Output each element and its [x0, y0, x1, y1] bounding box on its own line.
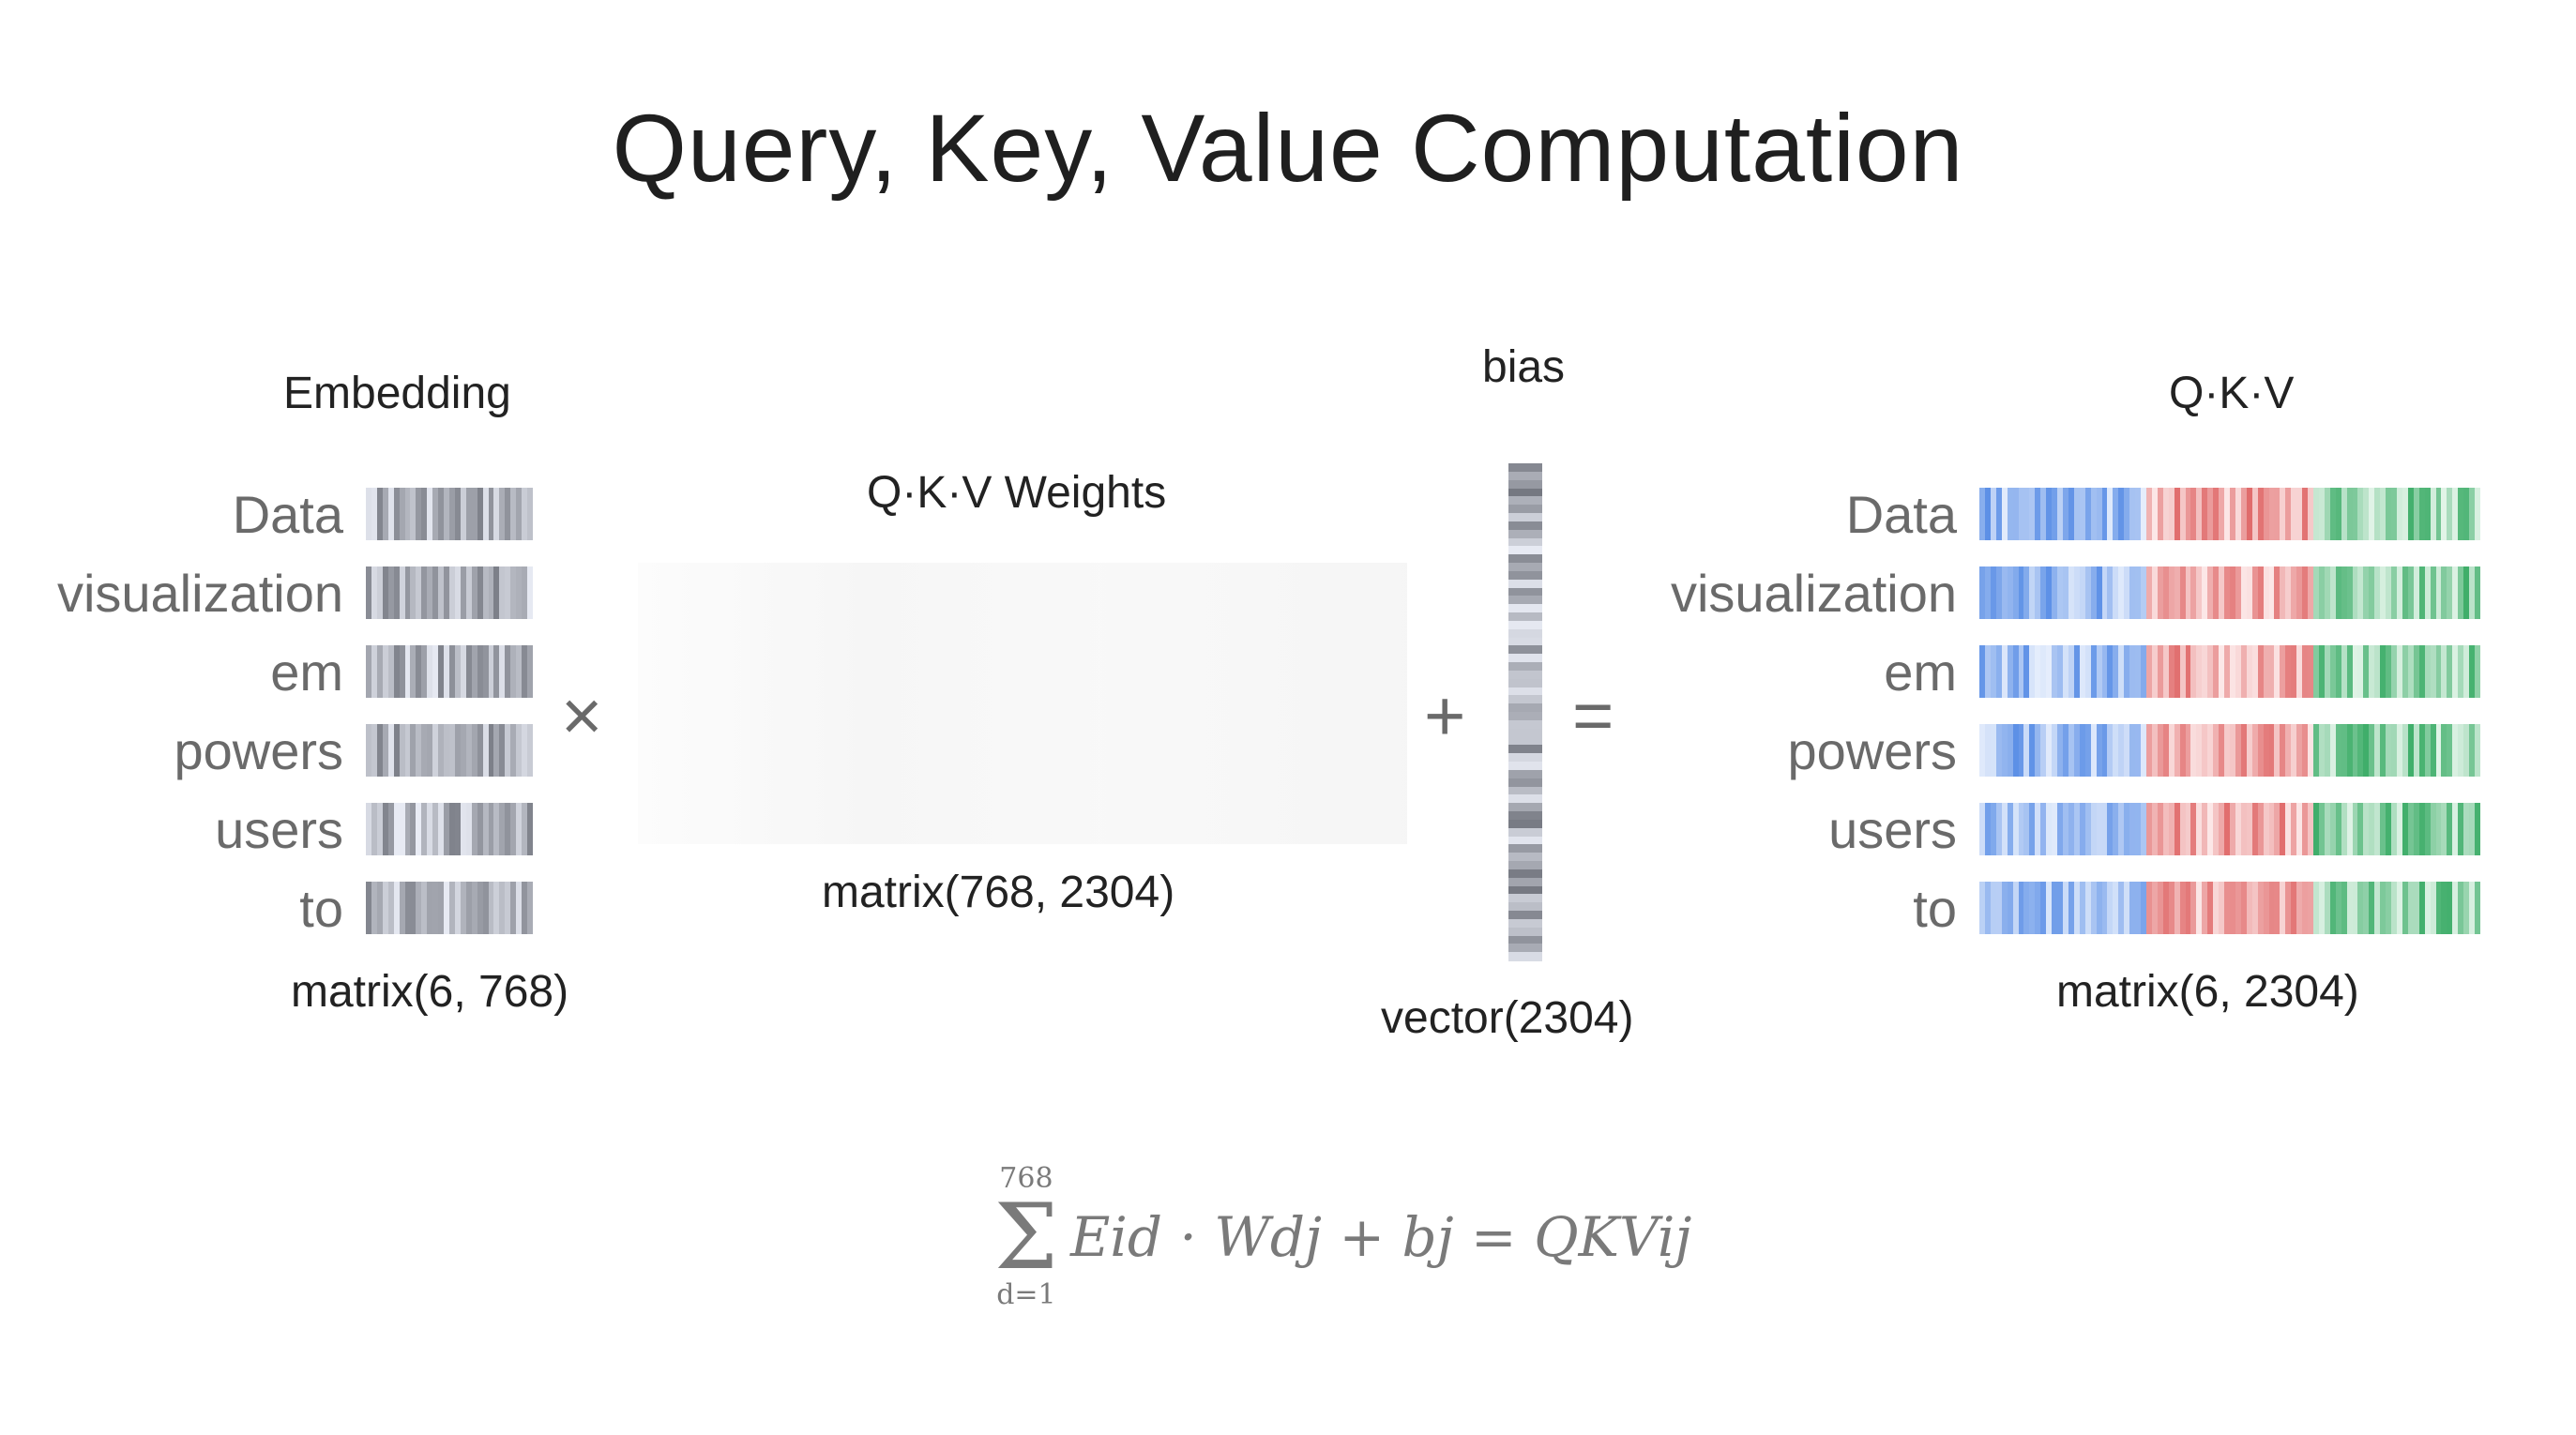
embedding-label: Embedding: [283, 369, 511, 418]
qkv-row-strip: [1979, 488, 2480, 540]
embedding-row-strip: [366, 488, 533, 540]
bias-vector: [1508, 463, 1542, 961]
qkv-token-4: users: [1828, 800, 1957, 859]
summation: 768 Σ d=1: [994, 1163, 1058, 1311]
qkv-token-2: em: [1884, 642, 1957, 702]
multiply-operator: ×: [561, 676, 603, 756]
bias-shape: vector(2304): [1381, 993, 1634, 1043]
bias-label: bias: [1482, 342, 1566, 392]
embedding-token-1: visualization: [56, 564, 343, 623]
qkv-row-strip: [1979, 803, 2480, 855]
formula-expression: Eid · Wdj + bj = QKVij: [1069, 1205, 1692, 1269]
embedding-row-strip: [366, 724, 533, 777]
embedding-token-2: em: [270, 642, 343, 702]
qkv-row-strip: [1979, 645, 2480, 698]
embedding-token-3: powers: [174, 721, 343, 780]
weights-label: Q·K·V Weights: [867, 468, 1167, 518]
plus-operator: +: [1424, 676, 1466, 756]
weights-matrix: [638, 563, 1407, 844]
qkv-shape: matrix(6, 2304): [2056, 967, 2359, 1017]
qkv-token-5: to: [1913, 879, 1957, 938]
embedding-row-strip: [366, 566, 533, 619]
embedding-row-strip: [366, 882, 533, 934]
qkv-token-3: powers: [1787, 721, 1957, 780]
embedding-token-0: Data: [232, 485, 343, 544]
qkv-row-strip: [1979, 724, 2480, 777]
embedding-row-strip: [366, 645, 533, 698]
embedding-shape: matrix(6, 768): [291, 967, 569, 1017]
qkv-label: Q·K·V: [2169, 369, 2295, 418]
formula: 768 Σ d=1 Eid · Wdj + bj = QKVij: [994, 1163, 1691, 1311]
sigma-icon: Σ: [994, 1185, 1058, 1290]
summation-lower-limit: d=1: [996, 1278, 1056, 1311]
summation-upper-limit: 768: [999, 1162, 1053, 1195]
weights-shape: matrix(768, 2304): [822, 868, 1175, 917]
embedding-token-4: users: [215, 800, 343, 859]
qkv-row-strip: [1979, 882, 2480, 934]
equals-operator: =: [1572, 676, 1614, 756]
embedding-token-5: to: [299, 879, 343, 938]
embedding-row-strip: [366, 803, 533, 855]
qkv-row-strip: [1979, 566, 2480, 619]
qkv-token-0: Data: [1845, 485, 1957, 544]
page-title: Query, Key, Value Computation: [612, 95, 1964, 202]
qkv-token-1: visualization: [1670, 564, 1957, 623]
